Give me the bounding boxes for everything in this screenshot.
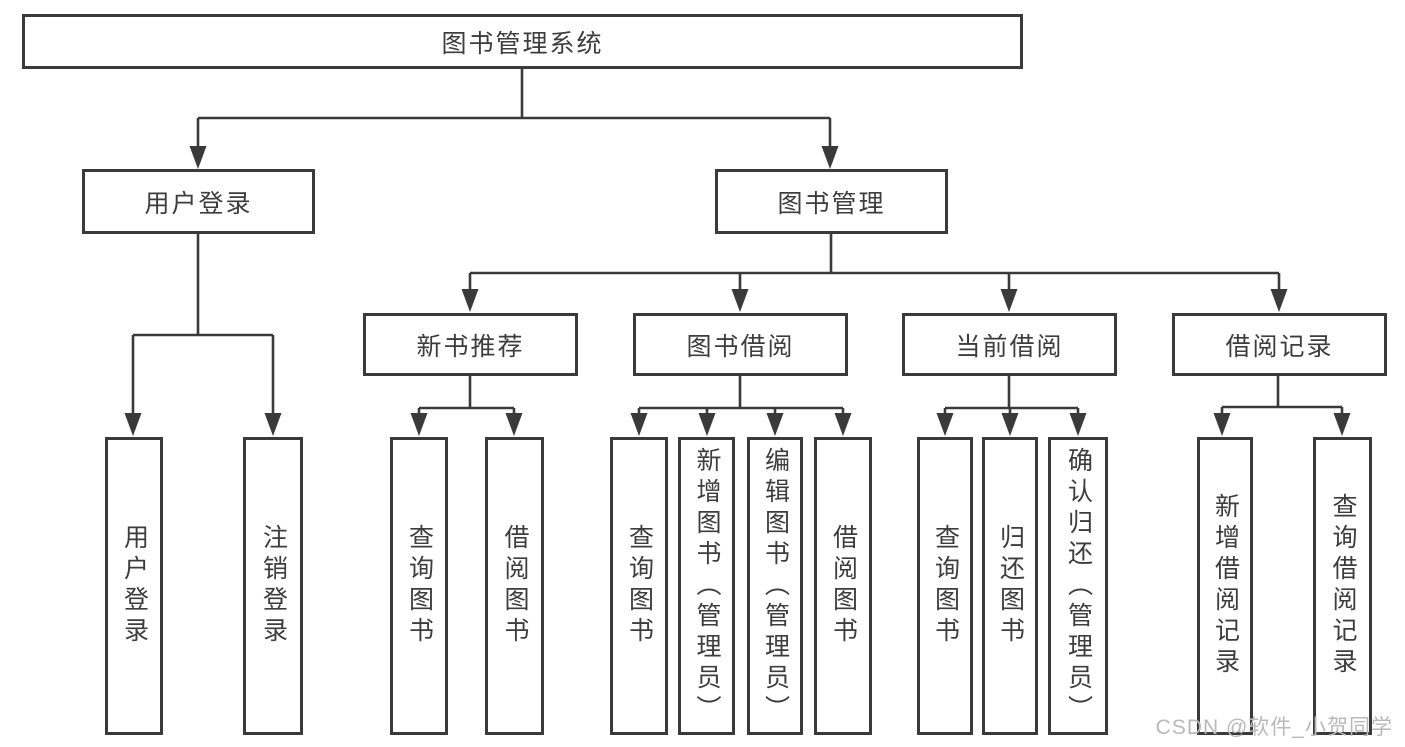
branch-book-management [461, 234, 1288, 312]
branch-borrow-record [1213, 376, 1351, 436]
leaf-record-query: 查询借阅记录 [1313, 437, 1372, 735]
leaf-newbook-borrow-label: 借阅图书 [501, 524, 529, 648]
node-root-label: 图书管理系统 [441, 29, 604, 58]
leaf-current-confirm-return-label: 确认归还（管理员） [1064, 446, 1093, 726]
leaf-newbook-query: 查询图书 [390, 437, 448, 735]
leaf-current-query: 查询图书 [917, 437, 973, 735]
node-new-book-recommend: 新书推荐 [363, 313, 578, 376]
leaf-user-login-action-label: 用户登录 [120, 524, 149, 648]
node-root: 图书管理系统 [22, 14, 1023, 69]
branch-new-book [410, 376, 523, 436]
node-current-borrow-label: 当前借阅 [955, 332, 1064, 361]
leaf-current-return-label: 归还图书 [996, 524, 1025, 648]
leaf-borrow-edit-book: 编辑图书（管理员） [747, 437, 803, 735]
leaf-borrow-edit-book-label: 编辑图书（管理员） [761, 446, 790, 726]
leaf-current-query-label: 查询图书 [931, 524, 960, 648]
branch-current-borrow [936, 376, 1087, 436]
leaf-current-return: 归还图书 [982, 437, 1038, 735]
node-user-login-label: 用户登录 [144, 189, 253, 218]
leaf-current-confirm-return: 确认归还（管理员） [1048, 437, 1108, 735]
leaf-borrow-query: 查询图书 [610, 437, 668, 735]
branch-user-login [124, 234, 282, 436]
csdn-watermark: CSDN @软件_小贺同学 [1155, 716, 1393, 739]
node-current-borrow: 当前借阅 [902, 313, 1117, 376]
leaf-borrow-add-book: 新增图书（管理员） [678, 437, 735, 735]
leaf-user-login-action: 用户登录 [105, 437, 163, 735]
leaf-borrow-borrow-book-label: 借阅图书 [829, 524, 858, 648]
node-borrow-record: 借阅记录 [1172, 313, 1387, 376]
branch-root [189, 69, 839, 169]
node-book-management-label: 图书管理 [777, 189, 886, 218]
leaf-newbook-query-label: 查询图书 [405, 524, 434, 648]
branch-book-borrow [630, 376, 852, 436]
leaf-logout-action-label: 注销登录 [259, 524, 288, 648]
leaf-newbook-borrow: 借阅图书 [485, 437, 544, 735]
leaf-borrow-query-label: 查询图书 [625, 524, 654, 648]
node-user-login: 用户登录 [82, 169, 315, 234]
node-borrow-record-label: 借阅记录 [1225, 332, 1334, 361]
leaf-record-query-label: 查询借阅记录 [1329, 493, 1357, 679]
node-book-borrow: 图书借阅 [633, 313, 848, 376]
node-book-borrow-label: 图书借阅 [686, 332, 795, 361]
leaf-record-add: 新增借阅记录 [1197, 437, 1253, 735]
leaf-logout-action: 注销登录 [243, 437, 303, 735]
node-new-book-recommend-label: 新书推荐 [416, 332, 525, 361]
leaf-borrow-add-book-label: 新增图书（管理员） [693, 446, 721, 726]
node-book-management: 图书管理 [715, 169, 948, 234]
leaf-record-add-label: 新增借阅记录 [1211, 493, 1240, 679]
leaf-borrow-borrow-book: 借阅图书 [814, 437, 872, 735]
